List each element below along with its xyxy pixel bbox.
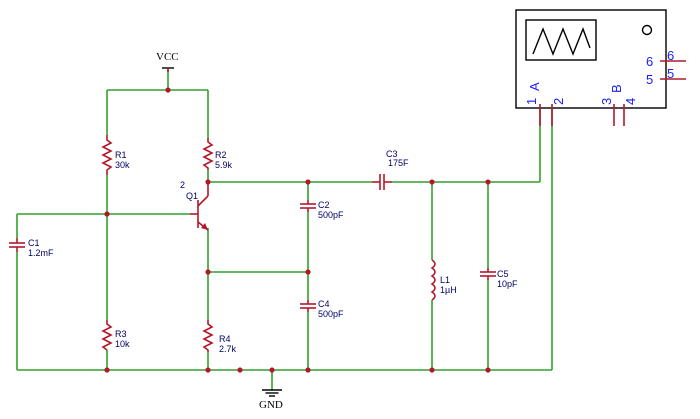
q1-ref: Q1 bbox=[186, 191, 198, 201]
pin-label-1: 1 bbox=[524, 98, 539, 105]
r3-value: 10k bbox=[115, 339, 130, 349]
r3-ref: R3 bbox=[115, 329, 127, 339]
c4-ref: C4 bbox=[318, 299, 330, 309]
gnd-label: GND bbox=[259, 399, 283, 411]
c3-ref: C3 bbox=[386, 149, 398, 159]
c2-ref: C2 bbox=[318, 200, 330, 210]
resistor-r1[interactable]: R1 30k bbox=[101, 135, 130, 175]
r2-ref: R2 bbox=[215, 150, 227, 160]
capacitor-c2[interactable]: C2 500pF bbox=[300, 200, 344, 220]
pin-label-5-right: 5 bbox=[667, 66, 674, 81]
r2-value: 5.9k bbox=[215, 160, 233, 170]
channel-b-label: B bbox=[609, 84, 624, 93]
q1-pin: 2 bbox=[180, 180, 185, 190]
r1-ref: R1 bbox=[115, 150, 127, 160]
pin-label-4: 4 bbox=[623, 98, 638, 105]
r4-value: 2.7k bbox=[219, 344, 237, 354]
capacitor-c3[interactable]: C3 175F bbox=[372, 149, 409, 190]
pin-label-3: 3 bbox=[599, 98, 614, 105]
c5-value: 10pF bbox=[497, 279, 518, 289]
pin-label-5: 5 bbox=[646, 72, 653, 87]
resistor-r2[interactable]: R2 5.9k bbox=[202, 138, 233, 170]
pin-label-6: 6 bbox=[646, 54, 653, 69]
transistor-q1[interactable]: 2 Q1 bbox=[180, 180, 209, 231]
r1-value: 30k bbox=[115, 160, 130, 170]
l1-ref: L1 bbox=[440, 275, 450, 285]
oscilloscope-screen bbox=[525, 19, 597, 61]
inductor-l1[interactable]: L1 1µH bbox=[430, 259, 457, 301]
vcc-label: VCC bbox=[156, 51, 179, 63]
c1-ref: C1 bbox=[28, 238, 40, 248]
oscilloscope-body bbox=[515, 9, 667, 109]
junctions bbox=[104, 87, 491, 373]
wires bbox=[16, 70, 553, 390]
power-knob-icon[interactable] bbox=[641, 24, 653, 36]
capacitor-c1[interactable]: C1 1.2mF bbox=[9, 238, 54, 258]
resistor-r4[interactable]: R4 2.7k bbox=[202, 320, 237, 354]
r4-ref: R4 bbox=[219, 334, 231, 344]
resistor-r3[interactable]: R3 10k bbox=[101, 320, 130, 351]
capacitor-c4[interactable]: C4 500pF bbox=[300, 299, 344, 319]
l1-value: 1µH bbox=[440, 285, 457, 295]
channel-a-label: A bbox=[527, 82, 542, 91]
vcc-symbol[interactable]: VCC bbox=[156, 51, 179, 72]
c5-ref: C5 bbox=[497, 269, 509, 279]
gnd-symbol[interactable]: GND bbox=[259, 389, 283, 411]
c4-value: 500pF bbox=[318, 309, 344, 319]
pin-label-2: 2 bbox=[551, 98, 566, 105]
c3-value: 175F bbox=[388, 158, 409, 168]
triangle-wave-icon bbox=[532, 27, 591, 56]
c2-value: 500pF bbox=[318, 210, 344, 220]
pin-label-6-right: 6 bbox=[667, 48, 674, 63]
c1-value: 1.2mF bbox=[28, 248, 54, 258]
oscilloscope[interactable]: 1 A 2 3 B 4 6 5 6 5 bbox=[515, 9, 686, 126]
capacitor-c5[interactable]: C5 10pF bbox=[480, 268, 518, 289]
